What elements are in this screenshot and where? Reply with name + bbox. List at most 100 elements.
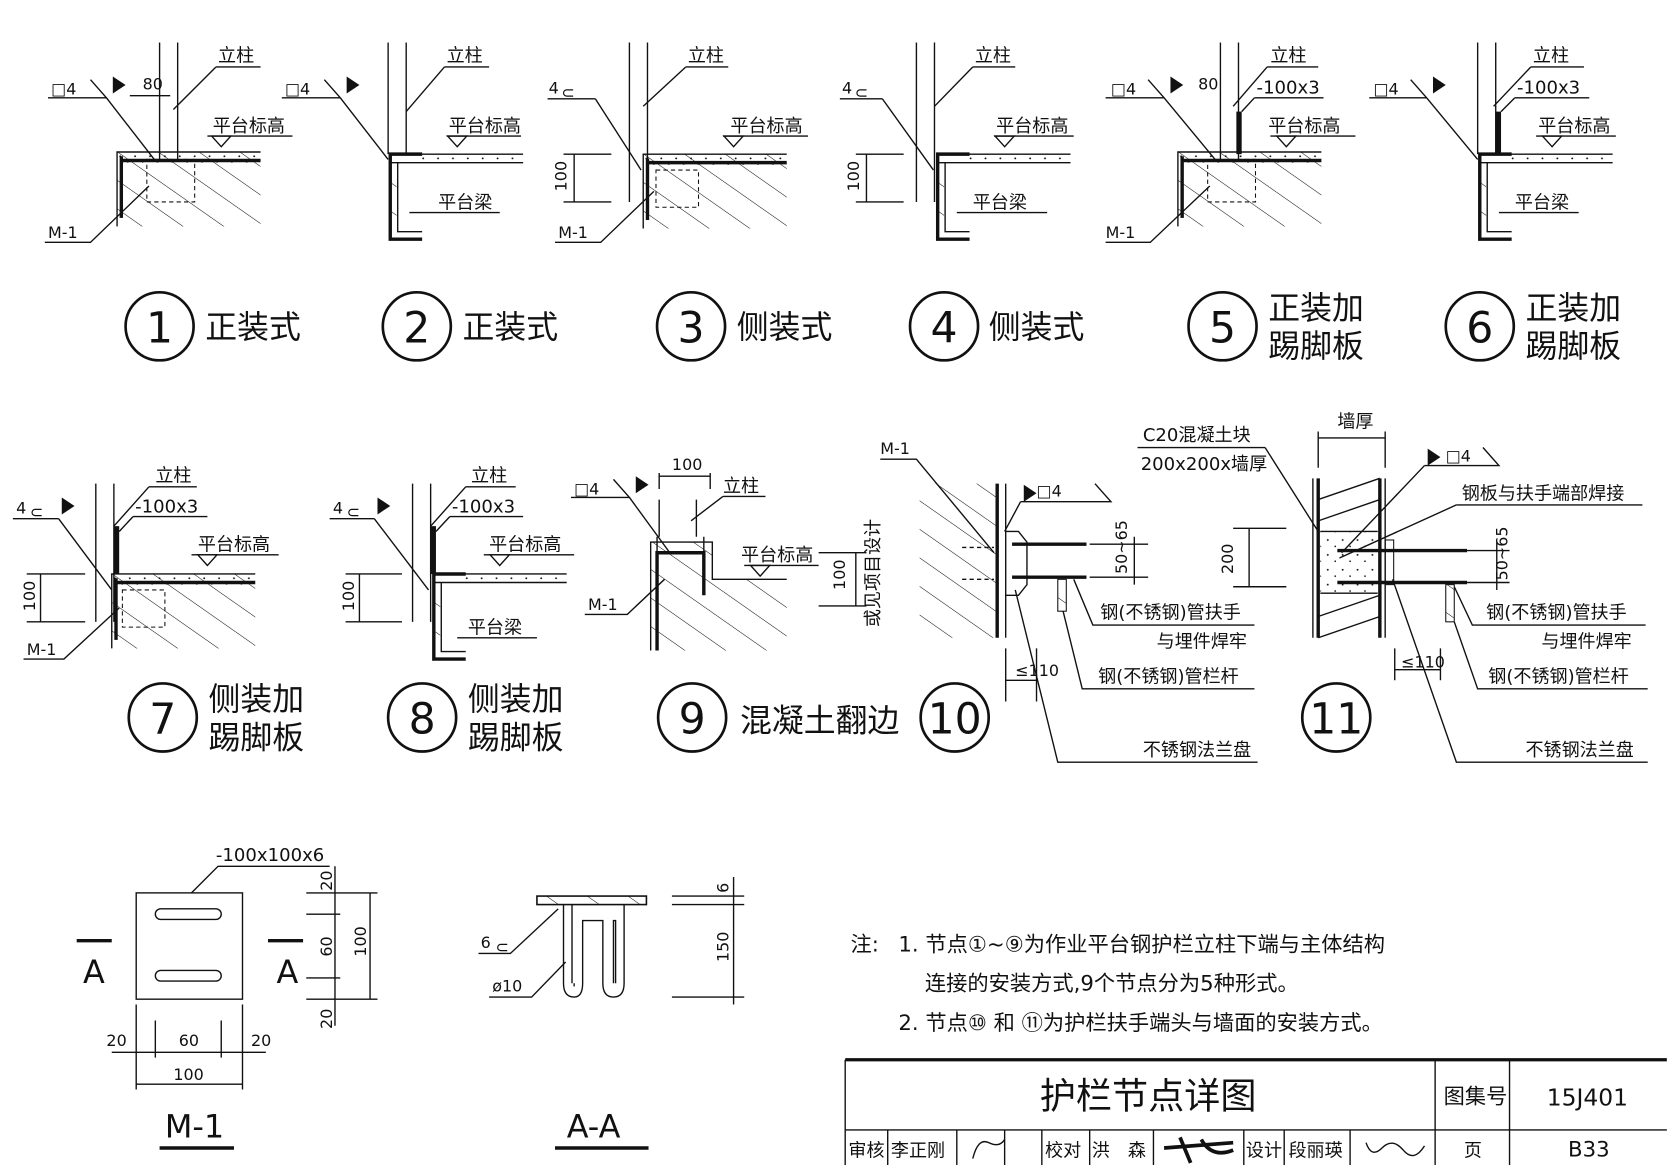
drawing-text: -100x3 [1517, 78, 1580, 99]
drawing-text: 踢脚板 [1525, 327, 1621, 365]
detail-7: 立柱 -100x3 平台标高 4⊂ 100 M-1 7 侧装加 踢脚板 [12, 466, 304, 756]
drawing-text: 立柱 [447, 46, 483, 67]
dim-80: 80 [143, 74, 163, 93]
drawing-text: 平台梁 [973, 192, 1027, 213]
drawing-text: 踢脚板 [1268, 327, 1364, 365]
drawing-text: 设计 [1246, 1140, 1282, 1161]
drawing-text: 平台标高 [741, 545, 813, 566]
signature-reviewer [972, 1139, 1006, 1159]
drawing-text: 20 [317, 1009, 336, 1029]
drawing-text: 钢(不锈钢)管栏杆 [1098, 666, 1239, 687]
drawing-text: 5 [1209, 304, 1236, 353]
drawing-text: 平台标高 [730, 116, 802, 137]
drawing-text: □4 [1037, 481, 1062, 500]
drawing-text: M-1 [1106, 223, 1136, 242]
drawing-text: 50~65 [1492, 526, 1511, 580]
post-label: 立柱 [218, 46, 254, 67]
drawing-text: 侧装式 [989, 308, 1085, 346]
drawing-text: 立柱 [688, 46, 724, 67]
drawing-text: 页 [1464, 1140, 1482, 1161]
signature-designer [1365, 1142, 1426, 1157]
drawing-text: 立柱 [471, 466, 507, 487]
embed-label: M-1 [48, 223, 78, 242]
drawing-text: 50~65 [1112, 520, 1131, 574]
drawing-text: ≤110 [1401, 653, 1445, 672]
drawing-text: 1. 节点①~⑨为作业平台钢护栏立柱下端与主体结构 [898, 932, 1385, 957]
drawing-text: 4 [549, 79, 559, 98]
drawing-text: 李正刚 [891, 1140, 945, 1161]
title-block: 护栏节点详图 图集号 15J401 审核 李正刚 校对 洪 森 设计 段丽瑛 页… [844, 1058, 1667, 1165]
drawing-text: 侧装加 [208, 680, 304, 718]
drawing-text: 200 [1218, 544, 1237, 574]
drawing-text: 注: [851, 932, 879, 957]
drawing-text: 正装加 [1268, 289, 1364, 327]
drawing-text: 4 [16, 498, 26, 517]
atlas-number: 15J401 [1547, 1083, 1628, 1111]
drawing-text: 100 [830, 560, 849, 590]
svg-text:⊂: ⊂ [855, 83, 868, 102]
drawing-text: 平台标高 [1538, 116, 1610, 137]
drawing-text: 平台标高 [489, 535, 561, 556]
drawing-text: □4 [574, 479, 599, 498]
drawing-text: -100x3 [452, 496, 515, 517]
drawing-text: ø10 [492, 977, 522, 996]
drawing-text: 8 [409, 695, 436, 744]
drawing-text: 与埋件焊牢 [1157, 631, 1247, 652]
notes: 注: 1. 节点①~⑨为作业平台钢护栏立柱下端与主体结构 连接的安装方式,9个节… [851, 932, 1386, 1036]
drawing-text: M-1 [558, 223, 588, 242]
drawing-text: 80 [1198, 74, 1218, 93]
drawing-text: 平台梁 [438, 192, 492, 213]
drawing-text: 平台梁 [468, 618, 522, 639]
svg-text:⊂: ⊂ [30, 503, 43, 522]
detail-label: 正装式 [205, 308, 301, 346]
drawing-text: 200x200x墙厚 [1141, 454, 1267, 475]
page-number: B33 [1568, 1137, 1610, 1162]
detail-number: 1 [146, 304, 173, 353]
drawing-text: 或见项目设计 [863, 519, 884, 627]
drawing-text: □4 [1373, 80, 1398, 99]
drawing-text: ≤110 [1015, 661, 1059, 680]
drawing-text: 校对 [1045, 1140, 1081, 1161]
drawing-text: 3 [678, 304, 705, 353]
drawing-text: 洪 森 [1092, 1140, 1146, 1161]
detail-3: 立柱 平台标高 4⊂ 100 M-1 3 侧装式 [547, 42, 832, 362]
detail-10: M-1 □4 50~65 钢(不锈钢)管扶手 与埋件焊牢 钢(不锈钢)管栏杆 ≤… [880, 439, 1258, 763]
detail-1: 立柱 平台标高 □4 80 M-1 1 正装式 [44, 42, 301, 362]
drawing-text: 2 [403, 304, 430, 353]
drawing-text: 段丽瑛 [1288, 1140, 1342, 1161]
m1-title: M-1 [165, 1107, 224, 1145]
detail-2: 立柱 平台标高 □4 平台梁 2 正装式 [281, 42, 559, 362]
drawing-text: 9 [679, 695, 706, 744]
detail-6: 立柱 -100x3 平台标高 □4 平台梁 6 正装加 踢脚板 [1369, 42, 1621, 365]
drawing-text: 平台标高 [996, 116, 1068, 137]
detail-11: 墙厚 C20混凝土块 200x200x墙厚 □4 钢板与扶手端部焊接 200 5… [1137, 411, 1648, 763]
drawing-text: 立柱 [1533, 46, 1569, 67]
drawing-text: 10 [928, 695, 982, 744]
drawing-text: 100 [552, 161, 571, 191]
detail-8: 立柱 -100x3 平台标高 4⊂ 100 平台梁 8 侧装加 踢脚板 [329, 466, 575, 756]
drawing-text: 墙厚 [1337, 411, 1373, 432]
drawing-text: 正装加 [1525, 289, 1621, 327]
svg-text:⊂: ⊂ [347, 503, 360, 522]
drawing-text: 4 [931, 304, 958, 353]
drawing-text: 钢(不锈钢)管扶手 [1486, 603, 1627, 624]
drawing-text: -100x3 [135, 496, 198, 517]
drawing-text: 平台标高 [1268, 116, 1340, 137]
drawing-text: C20混凝土块 [1143, 425, 1251, 446]
drawing-text: 钢(不锈钢)管栏杆 [1488, 666, 1629, 687]
drawing-text: 正装式 [463, 308, 559, 346]
drawing-text: 6 [1466, 304, 1493, 353]
aa-section-detail: 6⊂ ø10 6 150 A-A [478, 876, 745, 1150]
drawing-text: 踢脚板 [468, 718, 564, 756]
drawing-text: 20 [106, 1031, 126, 1050]
drawing-text: 连接的安装方式,9个节点分为5种形式。 [925, 972, 1299, 997]
drawing-text: M-1 [880, 439, 910, 458]
drawing-text: 不锈钢法兰盘 [1525, 740, 1633, 761]
drawing-text: 11 [1309, 695, 1363, 744]
drawing-text: M-1 [588, 595, 618, 614]
drawing-text: 4 [333, 498, 343, 517]
detail-4: 立柱 平台标高 4⊂ 100 平台梁 4 侧装式 [839, 42, 1085, 362]
drawing-text: -100x100x6 [216, 845, 324, 866]
drawing-text: □4 [285, 80, 310, 99]
